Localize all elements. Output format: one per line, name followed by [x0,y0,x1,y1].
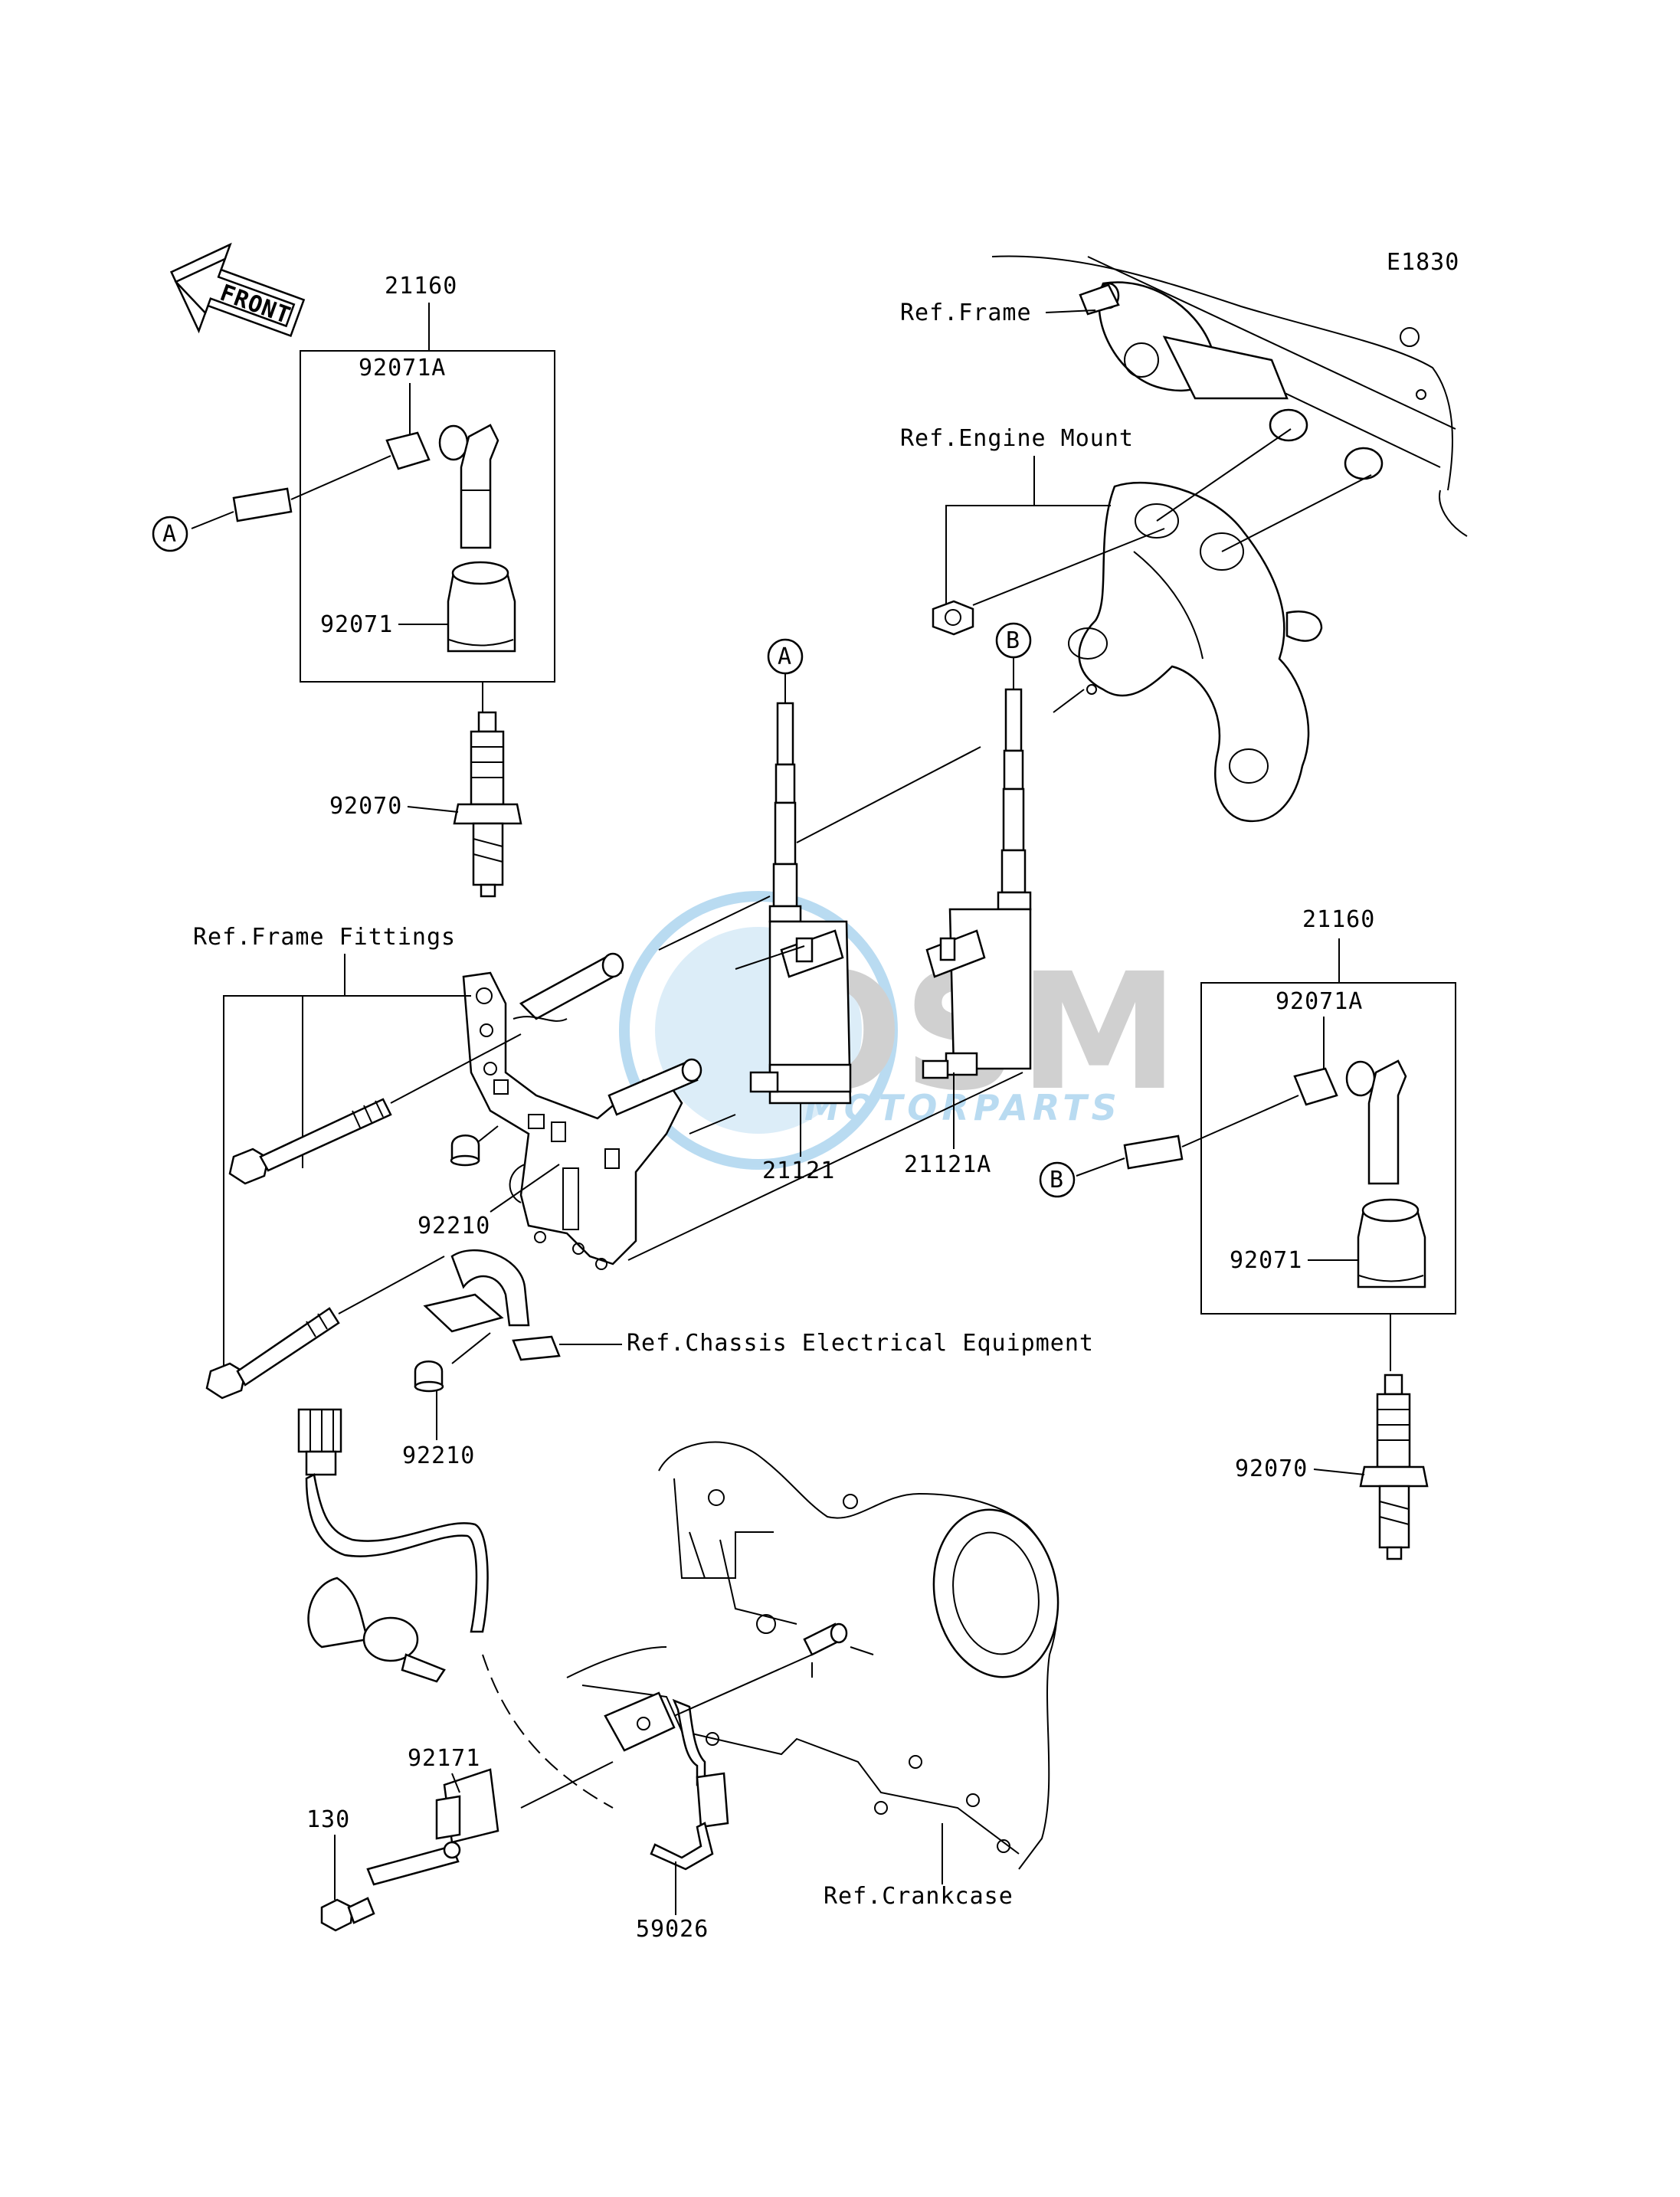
ref-frame-fittings-bracket [462,971,683,1270]
ref-engine-mount-part [1068,481,1323,823]
ref-crankcase-part [566,1441,1059,1870]
label-92070-right: 92070 [1235,1455,1308,1482]
frame-fitting-bolt-lower [205,1307,340,1400]
plug-cap-92071A-right [1293,1059,1407,1185]
marker-b-coil: B [1006,627,1020,654]
label-21121A: 21121A [904,1151,991,1178]
watermark-globe [619,891,898,1170]
marker-a-coil: A [778,643,792,670]
nut-92210-upper [450,1135,480,1167]
nut-92210-lower [414,1360,444,1393]
label-92070-left: 92070 [329,793,402,820]
frame-fitting-bolt-upper [228,1098,392,1185]
right-plug-cap-assembly: 21160 92071A B 92071 [1039,906,1456,1560]
label-ref-chassis: Ref.Chassis Electrical Equipment [627,1330,1094,1357]
bolt-130 [320,1897,375,1932]
label-59026: 59026 [636,1916,709,1943]
chassis-clamp [423,1249,561,1361]
hose-59026 [604,1654,813,1871]
label-92071A-left: 92071A [359,355,446,381]
front-arrow: FRONT [169,242,306,338]
watermark: OSM MOTORPARTS [619,891,1179,1170]
marker-a-left: A [162,521,177,548]
spark-plug-92070-left [453,711,522,898]
label-130: 130 [306,1806,350,1833]
label-ref-frame-fittings: Ref.Frame Fittings [193,924,456,951]
sensor-92171 [366,1768,499,1886]
plug-boot-92071-right [1357,1198,1426,1288]
label-ref-crankcase: Ref.Crankcase [824,1883,1014,1910]
ignition-coil-21121: A [735,638,852,1105]
plug-boot-92071-left [447,561,516,653]
sensor-harness [297,1408,489,1683]
diagram-code: E1830 [1387,249,1459,276]
spark-plug-92070-right [1359,1374,1429,1560]
label-21160-right: 21160 [1302,906,1375,933]
label-ref-engine-mount: Ref.Engine Mount [900,425,1134,452]
label-92071A-right: 92071A [1276,988,1363,1015]
ref-frame-part [991,255,1468,537]
left-plug-cap-assembly: 21160 92071A A 92071 [152,273,555,898]
label-ref-frame: Ref.Frame [900,300,1032,326]
label-21121: 21121 [762,1157,835,1184]
label-92210-a: 92210 [418,1213,490,1239]
label-92210-b: 92210 [402,1442,475,1469]
ignition-coil-21121A: B [922,622,1032,1079]
label-92071-left: 92071 [320,611,393,638]
marker-b-right: B [1050,1167,1064,1193]
plug-cap-92071A-left [385,424,499,549]
label-21160-left: 21160 [385,273,457,300]
engine-mount-nut [932,600,974,636]
watermark-sub: MOTORPARTS [804,1087,1122,1128]
label-92071-right: 92071 [1230,1247,1302,1274]
label-92171: 92171 [408,1745,480,1772]
